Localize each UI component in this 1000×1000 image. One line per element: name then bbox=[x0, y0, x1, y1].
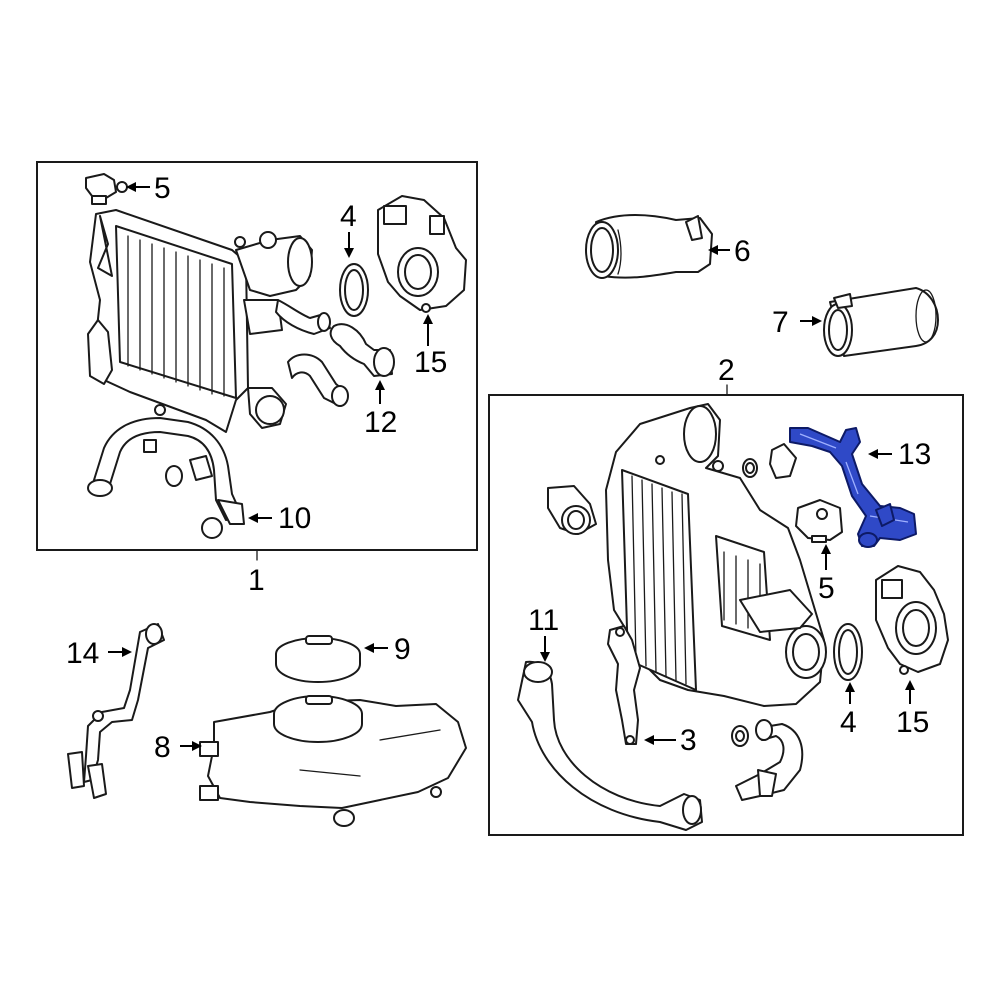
throttle-body-part-15-lower[interactable] bbox=[875, 565, 949, 675]
callout-10: 10 bbox=[278, 502, 311, 535]
callout-13: 13 bbox=[898, 438, 931, 471]
bracket-part-3[interactable] bbox=[607, 625, 641, 745]
coolant-pipe-part[interactable] bbox=[731, 719, 804, 801]
callout-3: 3 bbox=[680, 724, 697, 757]
hose-part-14[interactable] bbox=[67, 623, 165, 799]
pipe-part-13-highlighted[interactable] bbox=[789, 427, 917, 548]
hose-part-11[interactable] bbox=[517, 660, 703, 831]
callout-11: 11 bbox=[528, 604, 559, 637]
throttle-body-part-15-top[interactable] bbox=[377, 195, 467, 313]
callout-5-lower: 5 bbox=[818, 572, 835, 605]
elbow-pipe-part[interactable] bbox=[287, 353, 349, 407]
clamp-part[interactable] bbox=[742, 443, 797, 479]
o-ring-part-4-top[interactable] bbox=[339, 263, 369, 317]
intercooler-part-2[interactable] bbox=[605, 403, 827, 707]
reservoir-part-8[interactable] bbox=[199, 695, 467, 827]
sensor-part-5-top[interactable] bbox=[85, 173, 128, 205]
callout-15-top: 15 bbox=[414, 346, 447, 379]
small-hose-part[interactable] bbox=[275, 299, 331, 335]
callout-4-top: 4 bbox=[340, 200, 357, 233]
callout-9: 9 bbox=[394, 633, 411, 666]
callout-14: 14 bbox=[66, 637, 99, 670]
sensor-part-5-lower[interactable] bbox=[795, 499, 843, 543]
callout-arrows bbox=[108, 182, 915, 751]
callout-8: 8 bbox=[154, 731, 171, 764]
callout-12: 12 bbox=[364, 406, 397, 439]
callout-5-top: 5 bbox=[154, 172, 171, 205]
callout-15-lower: 15 bbox=[896, 706, 929, 739]
callout-1: 1 bbox=[248, 564, 265, 597]
o-ring-part-4-lower[interactable] bbox=[833, 623, 863, 681]
intercooler-part-1[interactable] bbox=[87, 209, 313, 433]
hose-part-7[interactable] bbox=[823, 287, 939, 357]
inlet-hose-part[interactable] bbox=[547, 485, 597, 535]
callout-6: 6 bbox=[734, 235, 751, 268]
callout-7: 7 bbox=[772, 306, 789, 339]
hose-part-6[interactable] bbox=[585, 214, 713, 279]
callout-4-lower: 4 bbox=[840, 706, 857, 739]
callout-2: 2 bbox=[718, 354, 735, 387]
group-box-2 bbox=[488, 394, 964, 836]
hose-part-10[interactable] bbox=[87, 404, 245, 539]
cap-part-9[interactable] bbox=[275, 635, 361, 683]
hose-part-12[interactable] bbox=[329, 323, 395, 377]
